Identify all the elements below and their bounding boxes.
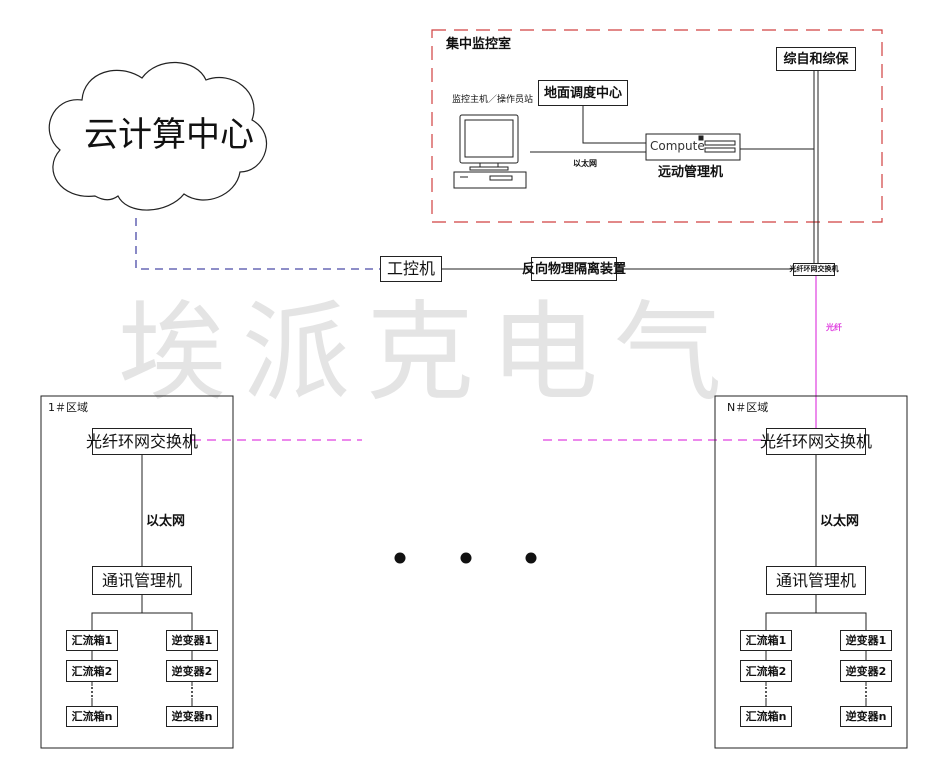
ground-dispatch-center-box: 地面调度中心 <box>538 80 628 106</box>
zone1-border <box>40 395 234 749</box>
computer-label: Compute <box>650 139 705 153</box>
control-room-title: 集中监控室 <box>446 37 512 52</box>
ellipsis-dot <box>394 552 406 564</box>
ellipsis-dot <box>460 552 472 564</box>
zone1-combiner-box-1: 汇流箱1 <box>66 630 118 651</box>
cloud-computing-center-label: 云计算中心 <box>84 115 254 155</box>
cloud-shape <box>48 61 268 211</box>
zoneN-combiner-box-1: 汇流箱1 <box>740 630 792 651</box>
server-icon <box>645 133 741 161</box>
fiber-ring-switch-small-box: 光纤环网交换机 <box>790 263 839 276</box>
zone1-inverter-1: 逆变器1 <box>166 630 218 651</box>
zone1-combiner-box-n: 汇流箱n <box>66 706 118 727</box>
zoneN-inverter-2: 逆变器2 <box>840 660 892 682</box>
zone1-title: 1＃区域 <box>48 401 88 414</box>
zone1-ethernet-label: 以太网 <box>146 514 186 529</box>
zoneN-ring-switch-box: 光纤环网交换机 <box>760 428 872 455</box>
zoneN-combiner-box-2: 汇流箱2 <box>740 660 792 682</box>
zone1-combiner-box-2: 汇流箱2 <box>66 660 118 682</box>
computer-monitor-icon <box>453 114 527 189</box>
watermark: 埃派克电气 <box>118 291 739 416</box>
control-room-ethernet-label: 以太网 <box>573 159 597 168</box>
zoneN-border <box>714 395 908 749</box>
zone1-inverter-n: 逆变器n <box>166 706 218 727</box>
reverse-isolation-device-box: 反向物理隔离装置 <box>522 257 626 281</box>
zoneN-comm-manager-box: 通讯管理机 <box>766 566 866 595</box>
monitor-host-label: 监控主机／操作员站 <box>452 95 534 105</box>
zoneN-combiner-box-n: 汇流箱n <box>740 706 792 727</box>
zoneN-title: N＃区域 <box>727 401 769 414</box>
ellipsis-dot <box>525 552 537 564</box>
fiber-label: 光纤 <box>826 323 842 332</box>
motion-manager-label: 远动管理机 <box>658 165 724 180</box>
zoneN-ethernet-label: 以太网 <box>820 514 860 529</box>
zone1-comm-manager-box: 通讯管理机 <box>92 566 192 595</box>
zone1-ring-switch-box: 光纤环网交换机 <box>86 428 198 455</box>
integrated-protection-box: 综自和综保 <box>776 47 856 71</box>
cloud-to-ipc-link <box>135 218 380 270</box>
zoneN-inverter-n: 逆变器n <box>840 706 892 727</box>
industrial-pc-box: 工控机 <box>380 256 442 282</box>
zoneN-inverter-1: 逆变器1 <box>840 630 892 651</box>
control-room-border <box>431 29 883 223</box>
zone1-inverter-2: 逆变器2 <box>166 660 218 682</box>
